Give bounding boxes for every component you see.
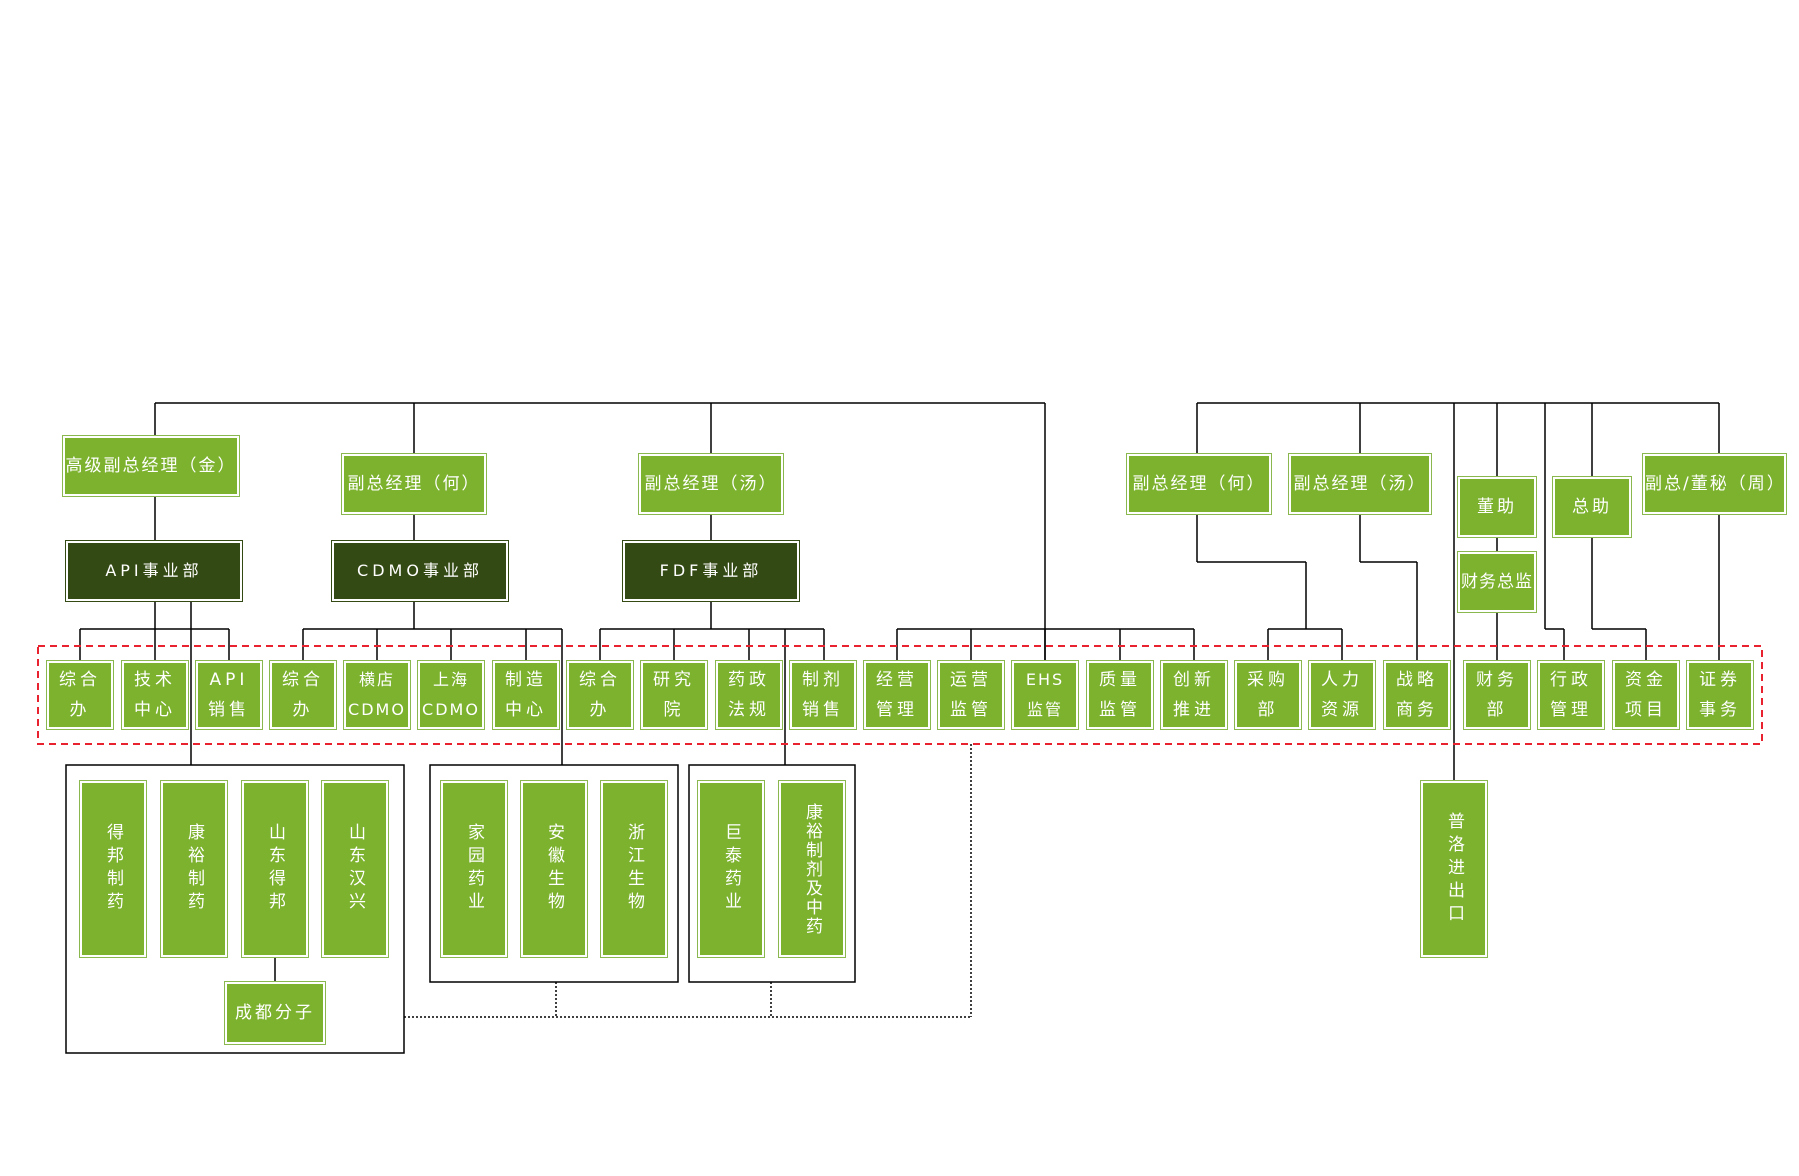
subsidiary-shandong-hanxing: 山东汉兴	[321, 780, 389, 958]
subsidiary-kangyu-formulation-tcm: 康裕制剂及中药	[778, 780, 846, 958]
dept-general-office-api: 综合 办	[46, 660, 114, 730]
dept-regulatory-affairs: 药政 法规	[715, 660, 783, 730]
exec-general-assistant: 总助	[1552, 476, 1632, 538]
dept-operations-supervision: 运营 监管	[937, 660, 1005, 730]
subsidiary-chengdu-molecule: 成都分子	[224, 981, 326, 1045]
dept-general-office-cdmo: 综合 办	[269, 660, 337, 730]
api-subsidiaries-frame	[65, 764, 405, 1054]
dept-procurement: 采购 部	[1234, 660, 1302, 730]
exec-vp-tang-left: 副总经理（汤）	[638, 453, 784, 515]
subsidiary-anhui-bio: 安徽生物	[520, 780, 588, 958]
dept-formulation-sales: 制剂 销售	[789, 660, 857, 730]
dept-strategy-business: 战略 商务	[1383, 660, 1451, 730]
dept-business-management: 经营 管理	[863, 660, 931, 730]
departments-highlight-frame	[37, 645, 1763, 745]
dept-finance: 财务 部	[1463, 660, 1531, 730]
dept-general-office-fdf: 综合 办	[566, 660, 634, 730]
dept-manufacturing-center: 制造 中心	[492, 660, 560, 730]
exec-senior-vp-jin: 高级副总经理（金）	[62, 435, 240, 497]
dept-api-sales: API 销售	[195, 660, 263, 730]
dept-shanghai-cdmo: 上海 CDMO	[417, 660, 485, 730]
division-fdf: FDF事业部	[622, 540, 800, 602]
exec-deputy-secretary-zhou: 副总/董秘（周）	[1642, 453, 1787, 515]
subsidiary-kangyu-pharma: 康裕制药	[160, 780, 228, 958]
cdmo-subsidiaries-frame	[429, 764, 679, 983]
subsidiary-debang-pharma: 得邦制药	[79, 780, 147, 958]
exec-vp-he-left: 副总经理（何）	[341, 453, 487, 515]
exec-vp-tang-right: 副总经理（汤）	[1288, 453, 1432, 515]
division-cdmo: CDMO事业部	[331, 540, 509, 602]
dept-funding-projects: 资金 项目	[1612, 660, 1680, 730]
fdf-subsidiaries-frame	[688, 764, 856, 983]
dept-research-institute: 研究 院	[640, 660, 708, 730]
exec-vp-he-right: 副总经理（何）	[1126, 453, 1272, 515]
dept-ehs-supervision: EHS 监管	[1011, 660, 1079, 730]
dept-tech-center: 技术 中心	[121, 660, 189, 730]
exec-cfo: 财务总监	[1457, 551, 1537, 613]
dept-quality-supervision: 质量 监管	[1086, 660, 1154, 730]
exec-board-assistant: 董助	[1457, 476, 1537, 538]
dept-human-resources: 人力 资源	[1308, 660, 1376, 730]
subsidiary-shandong-debang: 山东得邦	[241, 780, 309, 958]
dept-hengdian-cdmo: 横店 CDMO	[343, 660, 411, 730]
subsidiary-jutai-pharma: 巨泰药业	[697, 780, 765, 958]
division-api: API事业部	[65, 540, 243, 602]
dept-administration: 行政 管理	[1537, 660, 1605, 730]
subsidiary-zhejiang-bio: 浙江生物	[600, 780, 668, 958]
dept-securities-affairs: 证券 事务	[1686, 660, 1754, 730]
dept-innovation: 创新 推进	[1160, 660, 1228, 730]
subsidiary-puluo-import-export: 普洛进出口	[1420, 780, 1488, 958]
subsidiary-jiayuan-pharma: 家园药业	[440, 780, 508, 958]
